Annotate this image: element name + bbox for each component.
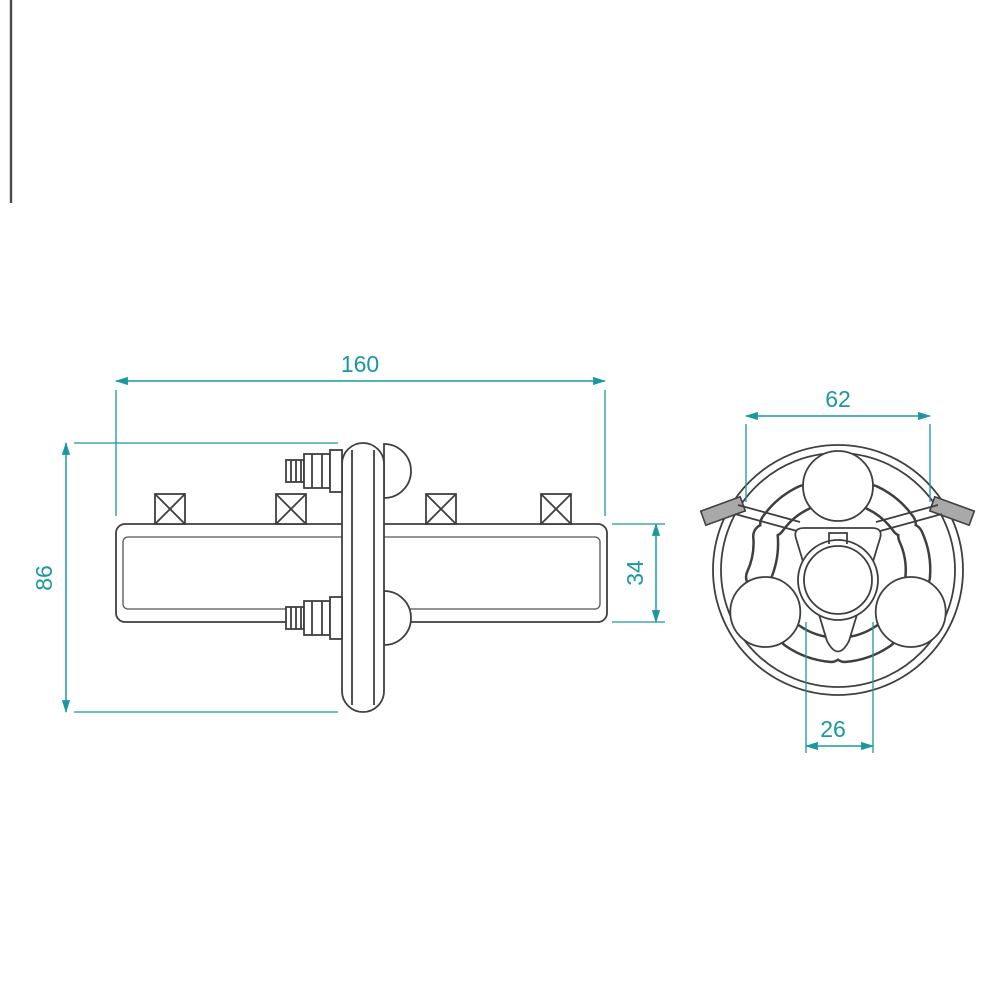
center-bore bbox=[797, 532, 879, 621]
bracket-straps bbox=[734, 504, 943, 532]
dimension-hub-width: 62 bbox=[744, 386, 932, 502]
side-view: 160 86 34 bbox=[31, 351, 665, 714]
dimension-tube-height: 34 bbox=[612, 522, 665, 624]
clamp-tab-left bbox=[699, 495, 747, 527]
dome-bolt-head-bottom bbox=[383, 590, 412, 646]
bolt-top bbox=[285, 449, 343, 493]
flange-plate bbox=[341, 442, 385, 713]
front-view: 62 26 bbox=[699, 386, 976, 753]
dimension-bore: 26 bbox=[804, 622, 875, 753]
weld-square bbox=[154, 493, 186, 525]
dimension-overall-length: 160 bbox=[114, 351, 607, 516]
keyway-notch bbox=[828, 532, 848, 544]
dimension-label-34: 34 bbox=[622, 560, 648, 586]
weld-square bbox=[425, 493, 457, 525]
weld-square bbox=[275, 493, 307, 525]
dimension-overall-height: 86 bbox=[31, 441, 338, 714]
dimension-label-86: 86 bbox=[31, 565, 57, 591]
dome-bolt-head-top bbox=[383, 443, 412, 499]
slot-cutouts bbox=[744, 484, 932, 664]
clamp-tab-right bbox=[928, 495, 976, 527]
lobe-holes bbox=[729, 450, 947, 648]
weld-square bbox=[540, 493, 572, 525]
dimension-label-26: 26 bbox=[820, 716, 846, 742]
dimension-label-62: 62 bbox=[825, 386, 851, 412]
bolt-bottom bbox=[285, 596, 343, 640]
dimension-label-160: 160 bbox=[341, 351, 379, 377]
